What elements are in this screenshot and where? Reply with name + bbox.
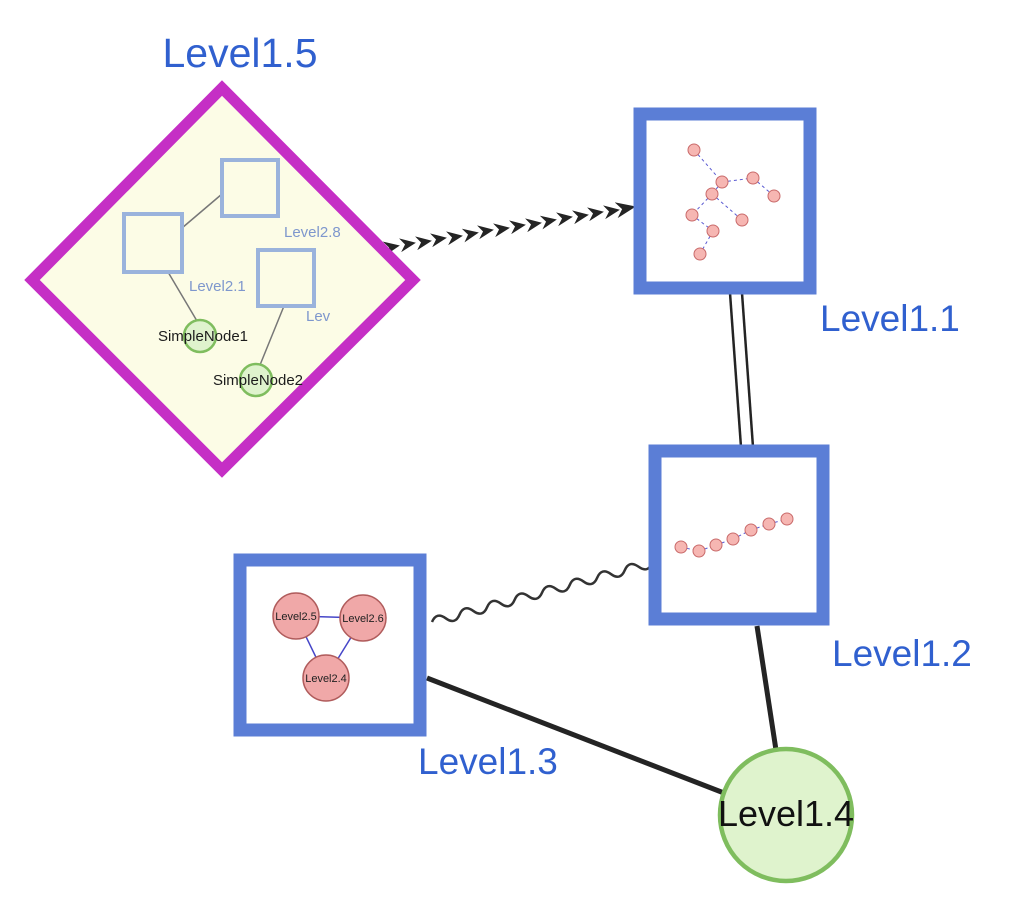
label-level1-5: Level1.5 [162, 30, 318, 76]
inner-node[interactable] [762, 517, 776, 531]
node-level1-2-box[interactable] [648, 444, 830, 626]
inner-node[interactable] [706, 224, 720, 238]
inner-node[interactable] [685, 208, 699, 222]
label-level1-3: Level1.3 [418, 741, 558, 782]
inner-node[interactable] [726, 532, 740, 546]
node-simplenode1[interactable] [182, 318, 218, 354]
inner-node[interactable] [735, 213, 749, 227]
node-level2-4[interactable] [302, 654, 350, 702]
edge-level21-simplenode1[interactable] [167, 271, 198, 322]
node-level2-6[interactable] [339, 594, 387, 642]
node-level1-4-circle[interactable] [717, 746, 855, 884]
node-level2-1-square[interactable] [122, 212, 184, 274]
inner-node[interactable] [715, 175, 729, 189]
label-level1-4: Level1.4 [717, 793, 855, 834]
edge-level21-level28[interactable] [181, 193, 223, 229]
label-simplenode1: SimpleNode1 [158, 328, 248, 345]
edge-levelright-simplenode2[interactable] [259, 305, 285, 366]
node-simplenode2[interactable] [238, 362, 274, 398]
label-level2-right: Lev [306, 308, 331, 325]
edge-level13-level14[interactable] [426, 675, 725, 796]
inner-node[interactable] [693, 247, 707, 261]
label-level2-8: Level2.8 [284, 224, 341, 241]
node-level1-3-box[interactable] [233, 553, 427, 737]
label-level1-1: Level1.1 [820, 298, 960, 339]
edge-level15-level11[interactable] [382, 202, 636, 256]
node-level2-8-square[interactable] [220, 158, 280, 218]
edge-level11-level12[interactable] [728, 292, 755, 448]
label-level2-1: Level2.1 [189, 278, 246, 295]
node-level2-right-square[interactable] [256, 248, 316, 308]
level1-1-inner-graph [685, 143, 781, 261]
level1-2-inner-graph [674, 512, 794, 558]
inner-node[interactable] [709, 538, 723, 552]
edge-level12-level14[interactable] [754, 625, 779, 751]
inner-node[interactable] [780, 512, 794, 526]
label-level1-2: Level1.2 [832, 633, 972, 674]
label-simplenode2: SimpleNode2 [213, 372, 303, 389]
node-level1-1-box[interactable] [633, 107, 817, 295]
inner-node[interactable] [744, 523, 758, 537]
inner-node[interactable] [767, 189, 781, 203]
node-level1-5-diamond[interactable] [24, 80, 421, 478]
label-level2-6: Level2.6 [342, 613, 384, 625]
inner-node[interactable] [746, 171, 760, 185]
inner-node[interactable] [687, 143, 701, 157]
label-level2-5: Level2.5 [275, 611, 317, 623]
inner-node[interactable] [674, 540, 688, 554]
inner-node[interactable] [692, 544, 706, 558]
label-level2-4: Level2.4 [305, 673, 347, 685]
edge-level13-level12[interactable] [430, 559, 654, 627]
inner-node[interactable] [705, 187, 719, 201]
node-level2-5[interactable] [272, 592, 320, 640]
level1-3-inner-graph: Level2.5 Level2.6 Level2.4 [272, 592, 387, 702]
